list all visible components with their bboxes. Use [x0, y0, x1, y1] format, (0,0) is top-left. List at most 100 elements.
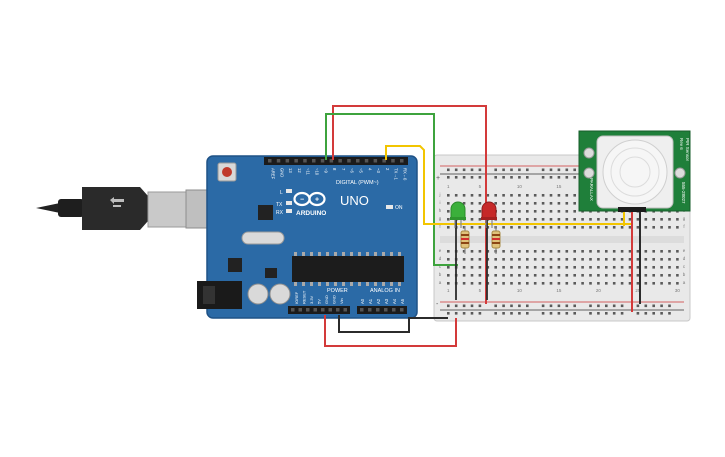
breadboard-hole[interactable] — [660, 274, 663, 277]
breadboard-hole[interactable] — [605, 258, 608, 261]
led-red[interactable] — [481, 201, 497, 228]
breadboard-hole[interactable] — [612, 250, 616, 253]
analog-pin-hole[interactable] — [360, 308, 364, 312]
rail-hole[interactable] — [668, 304, 671, 308]
breadboard-hole[interactable] — [462, 274, 466, 277]
breadboard-hole[interactable] — [549, 250, 553, 253]
breadboard-hole[interactable] — [462, 266, 466, 269]
breadboard-hole[interactable] — [557, 226, 561, 229]
breadboard-hole[interactable] — [470, 210, 474, 213]
breadboard-hole[interactable] — [526, 210, 529, 213]
breadboard-hole[interactable] — [541, 218, 545, 221]
breadboard-hole[interactable] — [518, 282, 521, 285]
power-pin-hole[interactable] — [306, 308, 310, 312]
breadboard-hole[interactable] — [502, 210, 505, 213]
power-pin-hole[interactable] — [336, 308, 340, 312]
breadboard-hole[interactable] — [589, 274, 592, 277]
breadboard-hole[interactable] — [581, 274, 584, 277]
rail-hole[interactable] — [518, 176, 521, 179]
rail-hole[interactable] — [510, 304, 513, 308]
breadboard-hole[interactable] — [676, 226, 679, 229]
breadboard-hole[interactable] — [573, 266, 576, 269]
breadboard-hole[interactable] — [494, 266, 497, 269]
wire-red-5v[interactable] — [324, 315, 457, 347]
rail-hole[interactable] — [644, 304, 648, 308]
breadboard-hole[interactable] — [510, 226, 513, 229]
rail-hole[interactable] — [660, 304, 663, 308]
breadboard-hole[interactable] — [605, 266, 608, 269]
breadboard-hole[interactable] — [557, 282, 561, 285]
rail-hole[interactable] — [478, 176, 482, 179]
rail-hole[interactable] — [447, 304, 450, 308]
rail-hole[interactable] — [573, 304, 576, 308]
breadboard-hole[interactable] — [502, 202, 505, 205]
breadboard-hole[interactable] — [628, 218, 632, 221]
breadboard-hole[interactable] — [518, 258, 521, 261]
power-pin-hole[interactable] — [291, 308, 295, 312]
breadboard-hole[interactable] — [620, 226, 624, 229]
breadboard-hole[interactable] — [565, 210, 569, 213]
breadboard-hole[interactable] — [668, 274, 671, 277]
digital-pin-hole[interactable] — [268, 159, 272, 163]
breadboard-hole[interactable] — [597, 274, 600, 277]
rail-hole[interactable] — [447, 312, 450, 315]
breadboard-hole[interactable] — [589, 250, 592, 253]
breadboard-hole[interactable] — [470, 218, 474, 221]
breadboard-hole[interactable] — [589, 226, 592, 229]
breadboard-hole[interactable] — [620, 218, 624, 221]
breadboard-hole[interactable] — [628, 282, 632, 285]
digital-pin-hole[interactable] — [356, 159, 360, 163]
rail-hole[interactable] — [557, 312, 561, 315]
breadboard-hole[interactable] — [494, 202, 497, 205]
breadboard-hole[interactable] — [447, 210, 450, 213]
breadboard-hole[interactable] — [660, 218, 663, 221]
breadboard-hole[interactable] — [462, 194, 466, 197]
rail-hole[interactable] — [526, 304, 529, 308]
breadboard-hole[interactable] — [462, 258, 466, 261]
breadboard-hole[interactable] — [526, 258, 529, 261]
breadboard-hole[interactable] — [494, 282, 497, 285]
breadboard-hole[interactable] — [581, 266, 584, 269]
breadboard-hole[interactable] — [447, 282, 450, 285]
breadboard-hole[interactable] — [565, 282, 569, 285]
breadboard-hole[interactable] — [549, 266, 553, 269]
breadboard-hole[interactable] — [518, 194, 521, 197]
breadboard-hole[interactable] — [589, 282, 592, 285]
breadboard-hole[interactable] — [494, 258, 497, 261]
rail-hole[interactable] — [589, 312, 592, 315]
breadboard-hole[interactable] — [581, 250, 584, 253]
breadboard-hole[interactable] — [518, 202, 521, 205]
breadboard-hole[interactable] — [636, 274, 640, 277]
breadboard-hole[interactable] — [620, 282, 624, 285]
rail-hole[interactable] — [526, 312, 529, 315]
breadboard-hole[interactable] — [478, 258, 482, 261]
breadboard-hole[interactable] — [533, 274, 537, 277]
rail-hole[interactable] — [565, 312, 569, 315]
breadboard-hole[interactable] — [557, 250, 561, 253]
rail-hole[interactable] — [573, 312, 576, 315]
breadboard-hole[interactable] — [565, 250, 569, 253]
breadboard-hole[interactable] — [628, 274, 632, 277]
rail-hole[interactable] — [589, 304, 592, 308]
breadboard-hole[interactable] — [510, 266, 513, 269]
breadboard-hole[interactable] — [660, 266, 663, 269]
rail-hole[interactable] — [541, 176, 545, 179]
breadboard-hole[interactable] — [636, 218, 640, 221]
rail-hole[interactable] — [605, 304, 608, 308]
rail-hole[interactable] — [502, 312, 505, 315]
breadboard-hole[interactable] — [447, 226, 450, 229]
breadboard-hole[interactable] — [597, 218, 600, 221]
breadboard-hole[interactable] — [565, 218, 569, 221]
rail-hole[interactable] — [565, 168, 569, 172]
breadboard-hole[interactable] — [565, 266, 569, 269]
breadboard-hole[interactable] — [470, 282, 474, 285]
breadboard-hole[interactable] — [549, 282, 553, 285]
breadboard-hole[interactable] — [581, 282, 584, 285]
breadboard-hole[interactable] — [676, 258, 679, 261]
breadboard-hole[interactable] — [447, 266, 450, 269]
breadboard-hole[interactable] — [478, 218, 482, 221]
breadboard-hole[interactable] — [478, 210, 482, 213]
breadboard-hole[interactable] — [581, 218, 584, 221]
breadboard-hole[interactable] — [470, 258, 474, 261]
breadboard-hole[interactable] — [470, 250, 474, 253]
